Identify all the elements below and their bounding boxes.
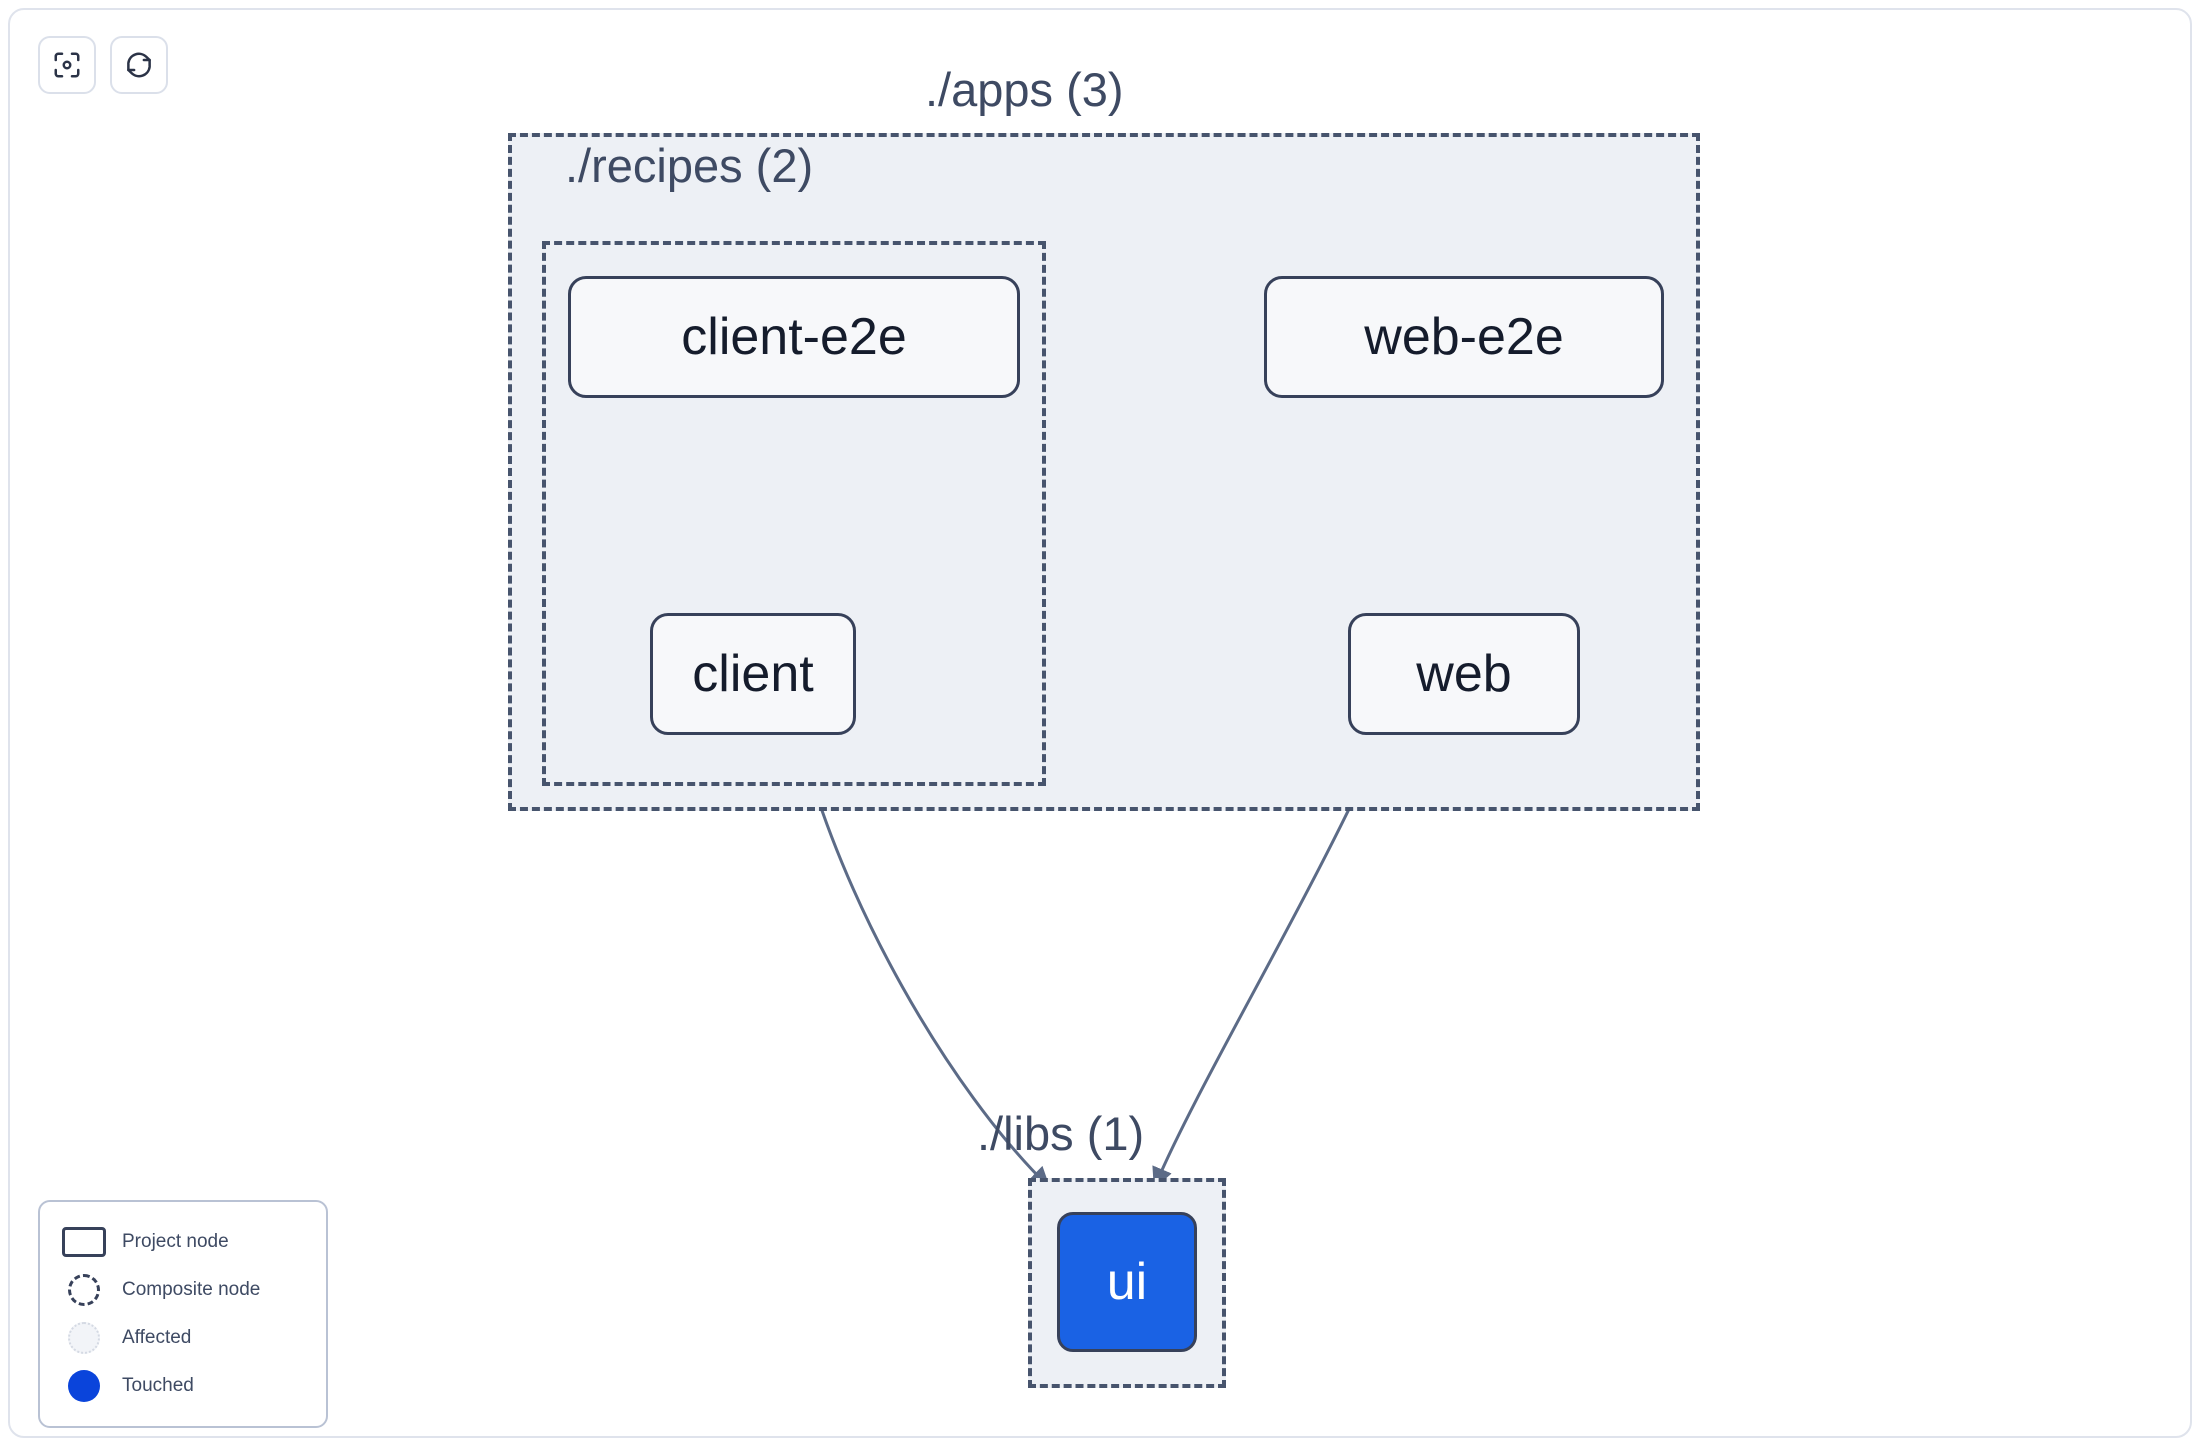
graph-toolbar [38,36,168,94]
group-label-recipes: ./recipes (2) [565,139,814,192]
project-node-swatch [58,1227,110,1257]
legend-item-project-node: Project node [58,1218,308,1266]
legend-panel: Project node Composite node Affected Tou… [38,1200,328,1428]
touched-swatch [58,1370,110,1402]
legend-item-affected: Affected [58,1314,308,1362]
legend-item-composite-node: Composite node [58,1266,308,1314]
legend-label-affected: Affected [122,1327,192,1348]
focus-target-icon [52,50,82,80]
refresh-icon [124,50,154,80]
node-web-e2e[interactable]: web-e2e [1264,276,1664,398]
focus-graph-button[interactable] [38,36,96,94]
legend-label-touched: Touched [122,1375,194,1396]
node-ui[interactable]: ui [1057,1212,1197,1352]
refresh-graph-button[interactable] [110,36,168,94]
group-label-apps: ./apps (3) [925,63,1124,116]
legend-item-touched: Touched [58,1362,308,1410]
affected-swatch [58,1322,110,1354]
legend-label-project-node: Project node [122,1231,229,1252]
group-label-libs: ./libs (1) [977,1107,1145,1160]
composite-node-swatch [58,1274,110,1306]
node-web[interactable]: web [1348,613,1580,735]
node-client-e2e[interactable]: client-e2e [568,276,1020,398]
legend-label-composite-node: Composite node [122,1279,261,1300]
node-client[interactable]: client [650,613,856,735]
